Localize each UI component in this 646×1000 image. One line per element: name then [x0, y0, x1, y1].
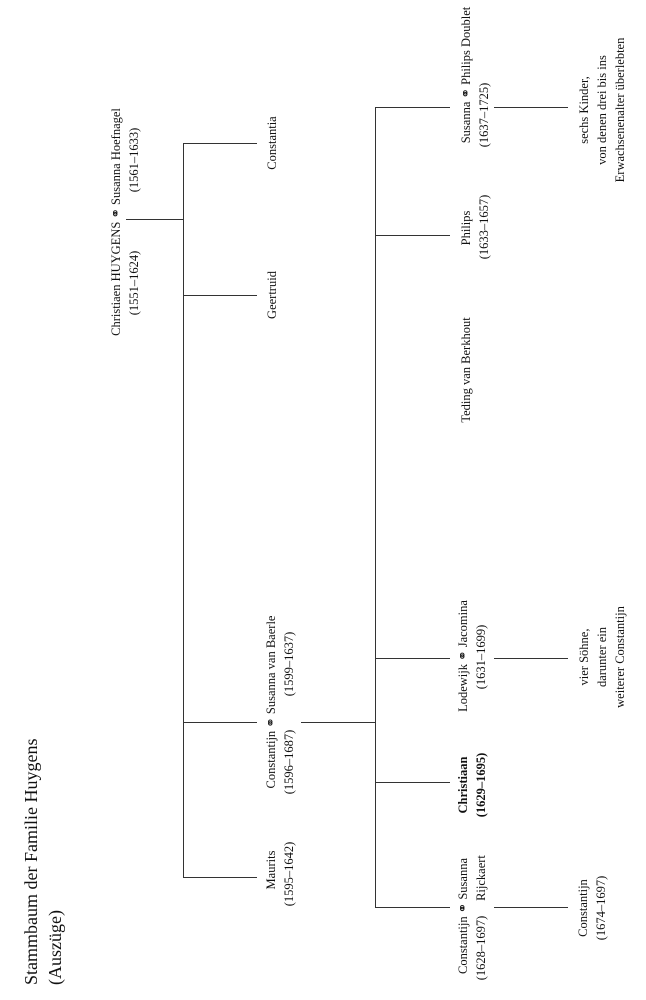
- gen1-husband-dates: (1551–1624): [127, 250, 141, 316]
- branch-geertruid: [183, 295, 257, 296]
- gen3-susanna-dates: (1637–1725): [477, 82, 491, 148]
- gen2-constantijn-dates: (1596–1687): [282, 729, 296, 795]
- gen3-lodewijk-couple: Lodewijk ⚭ Jacomina: [456, 600, 470, 712]
- branch-lodewijk: [375, 658, 450, 659]
- connector-gen2-trunk: [375, 107, 376, 908]
- constantijn-child: Constantijn (1674–1697): [574, 876, 610, 941]
- title-line-1: Stammbaum der Familie Huygens: [21, 738, 41, 985]
- branch-constantia: [183, 143, 257, 144]
- maurits-dates: (1595–1642): [282, 841, 296, 907]
- note-line: darunter ein: [595, 626, 609, 688]
- connector-gen1: [126, 219, 183, 220]
- connector-lodewijk-children: [494, 658, 568, 659]
- note-line: weiterer Constantijn: [613, 606, 627, 708]
- note-line: von denen drei bis ins: [595, 55, 609, 165]
- gen3-susanna-couple: Susanna ⚭ Philips Doublet: [459, 6, 473, 144]
- person-christiaan: Christiaan: [456, 756, 470, 814]
- connector-constantijn-child: [494, 907, 568, 908]
- lodewijk-dates: (1631–1699): [474, 624, 488, 690]
- susanna-children-note: sechs Kinder, von denen drei bis ins Erw…: [575, 38, 629, 183]
- rijckaert-name: Rijckaert: [474, 855, 488, 901]
- person-geertruid: Geertruid: [265, 271, 279, 319]
- diagram-title: Stammbaum der Familie Huygens (Auszüge): [19, 705, 67, 985]
- gen3-constantijn-couple: Constantijn ⚭ Susanna: [456, 857, 470, 975]
- note-line: vier Söhne,: [577, 628, 591, 686]
- note-line: sechs Kinder,: [577, 76, 591, 144]
- child-dates: (1674–1697): [594, 875, 608, 941]
- gen1-wife-dates: (1561–1633): [127, 127, 141, 193]
- constantijn-jr-dates: (1628–1697): [474, 915, 488, 981]
- gen2-constantijn-couple: Constantijn ⚭ Susanna van Baerle: [264, 615, 278, 789]
- connector-gen2: [301, 722, 375, 723]
- branch-constantijn: [183, 722, 257, 723]
- christiaan-dates: (1629–1695): [474, 752, 488, 818]
- philips-dates: (1633–1657): [477, 194, 491, 260]
- person-constantia: Constantia: [265, 116, 279, 170]
- connector-gen1-trunk: [183, 143, 184, 878]
- branch-susanna: [375, 107, 450, 108]
- branch-maurits: [183, 877, 257, 878]
- gen1-couple: Christiaen HUYGENS ⚭ Susanna Hoefnagel: [109, 108, 123, 336]
- connector-susanna-children: [494, 107, 568, 108]
- branch-philips: [375, 235, 450, 236]
- person-philips: Philips: [459, 210, 473, 246]
- person-maurits: Maurits: [264, 850, 278, 890]
- child-name: Constantijn: [576, 879, 590, 937]
- person-teding: Teding van Berkhout: [459, 317, 473, 423]
- lodewijk-children-note: vier Söhne, darunter ein weiterer Consta…: [575, 606, 629, 708]
- title-line-2: (Auszüge): [45, 910, 65, 985]
- note-line: Erwachsenenalter überlebten: [613, 37, 627, 183]
- gen2-susanna-dates: (1599–1637): [282, 631, 296, 697]
- branch-christiaan: [375, 782, 450, 783]
- branch-constantijn-jr: [375, 907, 450, 908]
